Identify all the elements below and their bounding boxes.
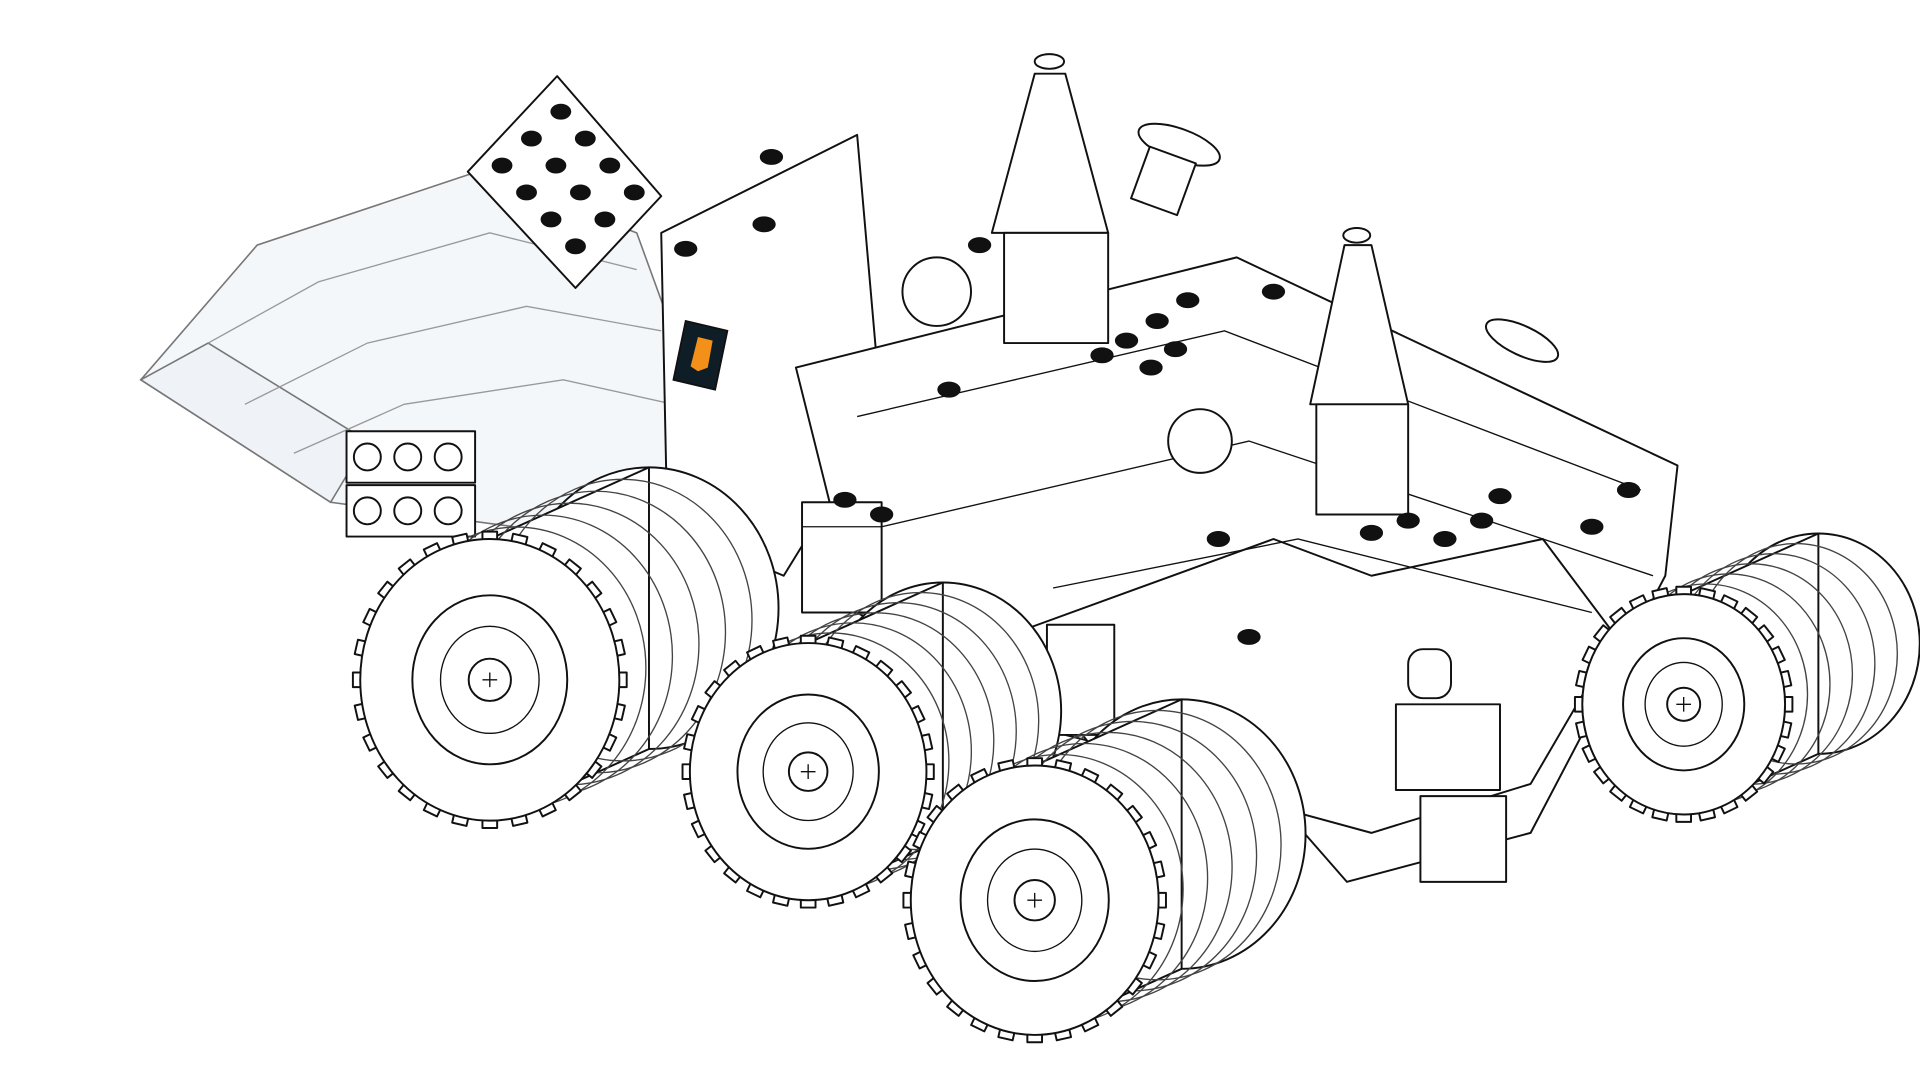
hub bbox=[439, 625, 540, 734]
stud bbox=[1206, 531, 1230, 547]
axle-cross-icon bbox=[1027, 892, 1043, 908]
stud bbox=[1237, 629, 1261, 645]
technic-hole bbox=[393, 496, 423, 526]
stud bbox=[752, 216, 776, 233]
stud bbox=[594, 211, 616, 228]
stud bbox=[759, 149, 784, 165]
stud bbox=[1163, 341, 1188, 358]
minifigure bbox=[1394, 648, 1508, 883]
technic-hole bbox=[352, 496, 382, 526]
technic-hole bbox=[352, 442, 382, 472]
tilted-stud-plate bbox=[466, 75, 663, 289]
stud bbox=[833, 491, 857, 508]
stud bbox=[565, 238, 586, 255]
stud bbox=[1176, 292, 1200, 309]
stud bbox=[491, 157, 513, 174]
technic-hole bbox=[433, 496, 463, 526]
stud bbox=[1145, 313, 1169, 329]
hub bbox=[986, 848, 1083, 953]
sticker-logo bbox=[672, 319, 729, 391]
stud bbox=[1261, 283, 1286, 300]
technic-hole bbox=[393, 442, 423, 472]
stud bbox=[1139, 359, 1163, 376]
wheel-front-right bbox=[1573, 532, 1920, 823]
stud bbox=[574, 130, 596, 147]
stud bbox=[1359, 524, 1384, 541]
antenna-cones bbox=[901, 53, 1560, 516]
stud bbox=[1433, 531, 1457, 547]
stud bbox=[1114, 332, 1139, 349]
stud bbox=[674, 240, 698, 257]
stud bbox=[1616, 482, 1641, 498]
stud bbox=[570, 184, 591, 201]
hub bbox=[762, 722, 854, 822]
stud bbox=[1580, 518, 1604, 535]
stud bbox=[623, 184, 645, 201]
stud bbox=[550, 103, 572, 120]
stud bbox=[937, 381, 961, 398]
stud bbox=[967, 237, 992, 254]
wheel-rear-left bbox=[351, 466, 780, 829]
stud bbox=[521, 130, 542, 147]
stud bbox=[1488, 488, 1512, 505]
stud bbox=[870, 506, 894, 523]
stud bbox=[1090, 347, 1114, 364]
stud bbox=[545, 157, 567, 174]
axle-cross-icon bbox=[482, 672, 498, 688]
axle-cross-icon bbox=[1676, 696, 1692, 712]
technic-hole bbox=[433, 442, 463, 472]
hub bbox=[1644, 661, 1723, 747]
axle-cross-icon bbox=[800, 764, 816, 779]
stud bbox=[599, 157, 621, 174]
stud bbox=[1396, 512, 1420, 529]
wheel-front-left bbox=[902, 698, 1307, 1044]
technic-bricks-front bbox=[345, 430, 477, 538]
stud bbox=[1470, 512, 1494, 529]
stud bbox=[516, 184, 537, 201]
stud bbox=[540, 211, 562, 228]
